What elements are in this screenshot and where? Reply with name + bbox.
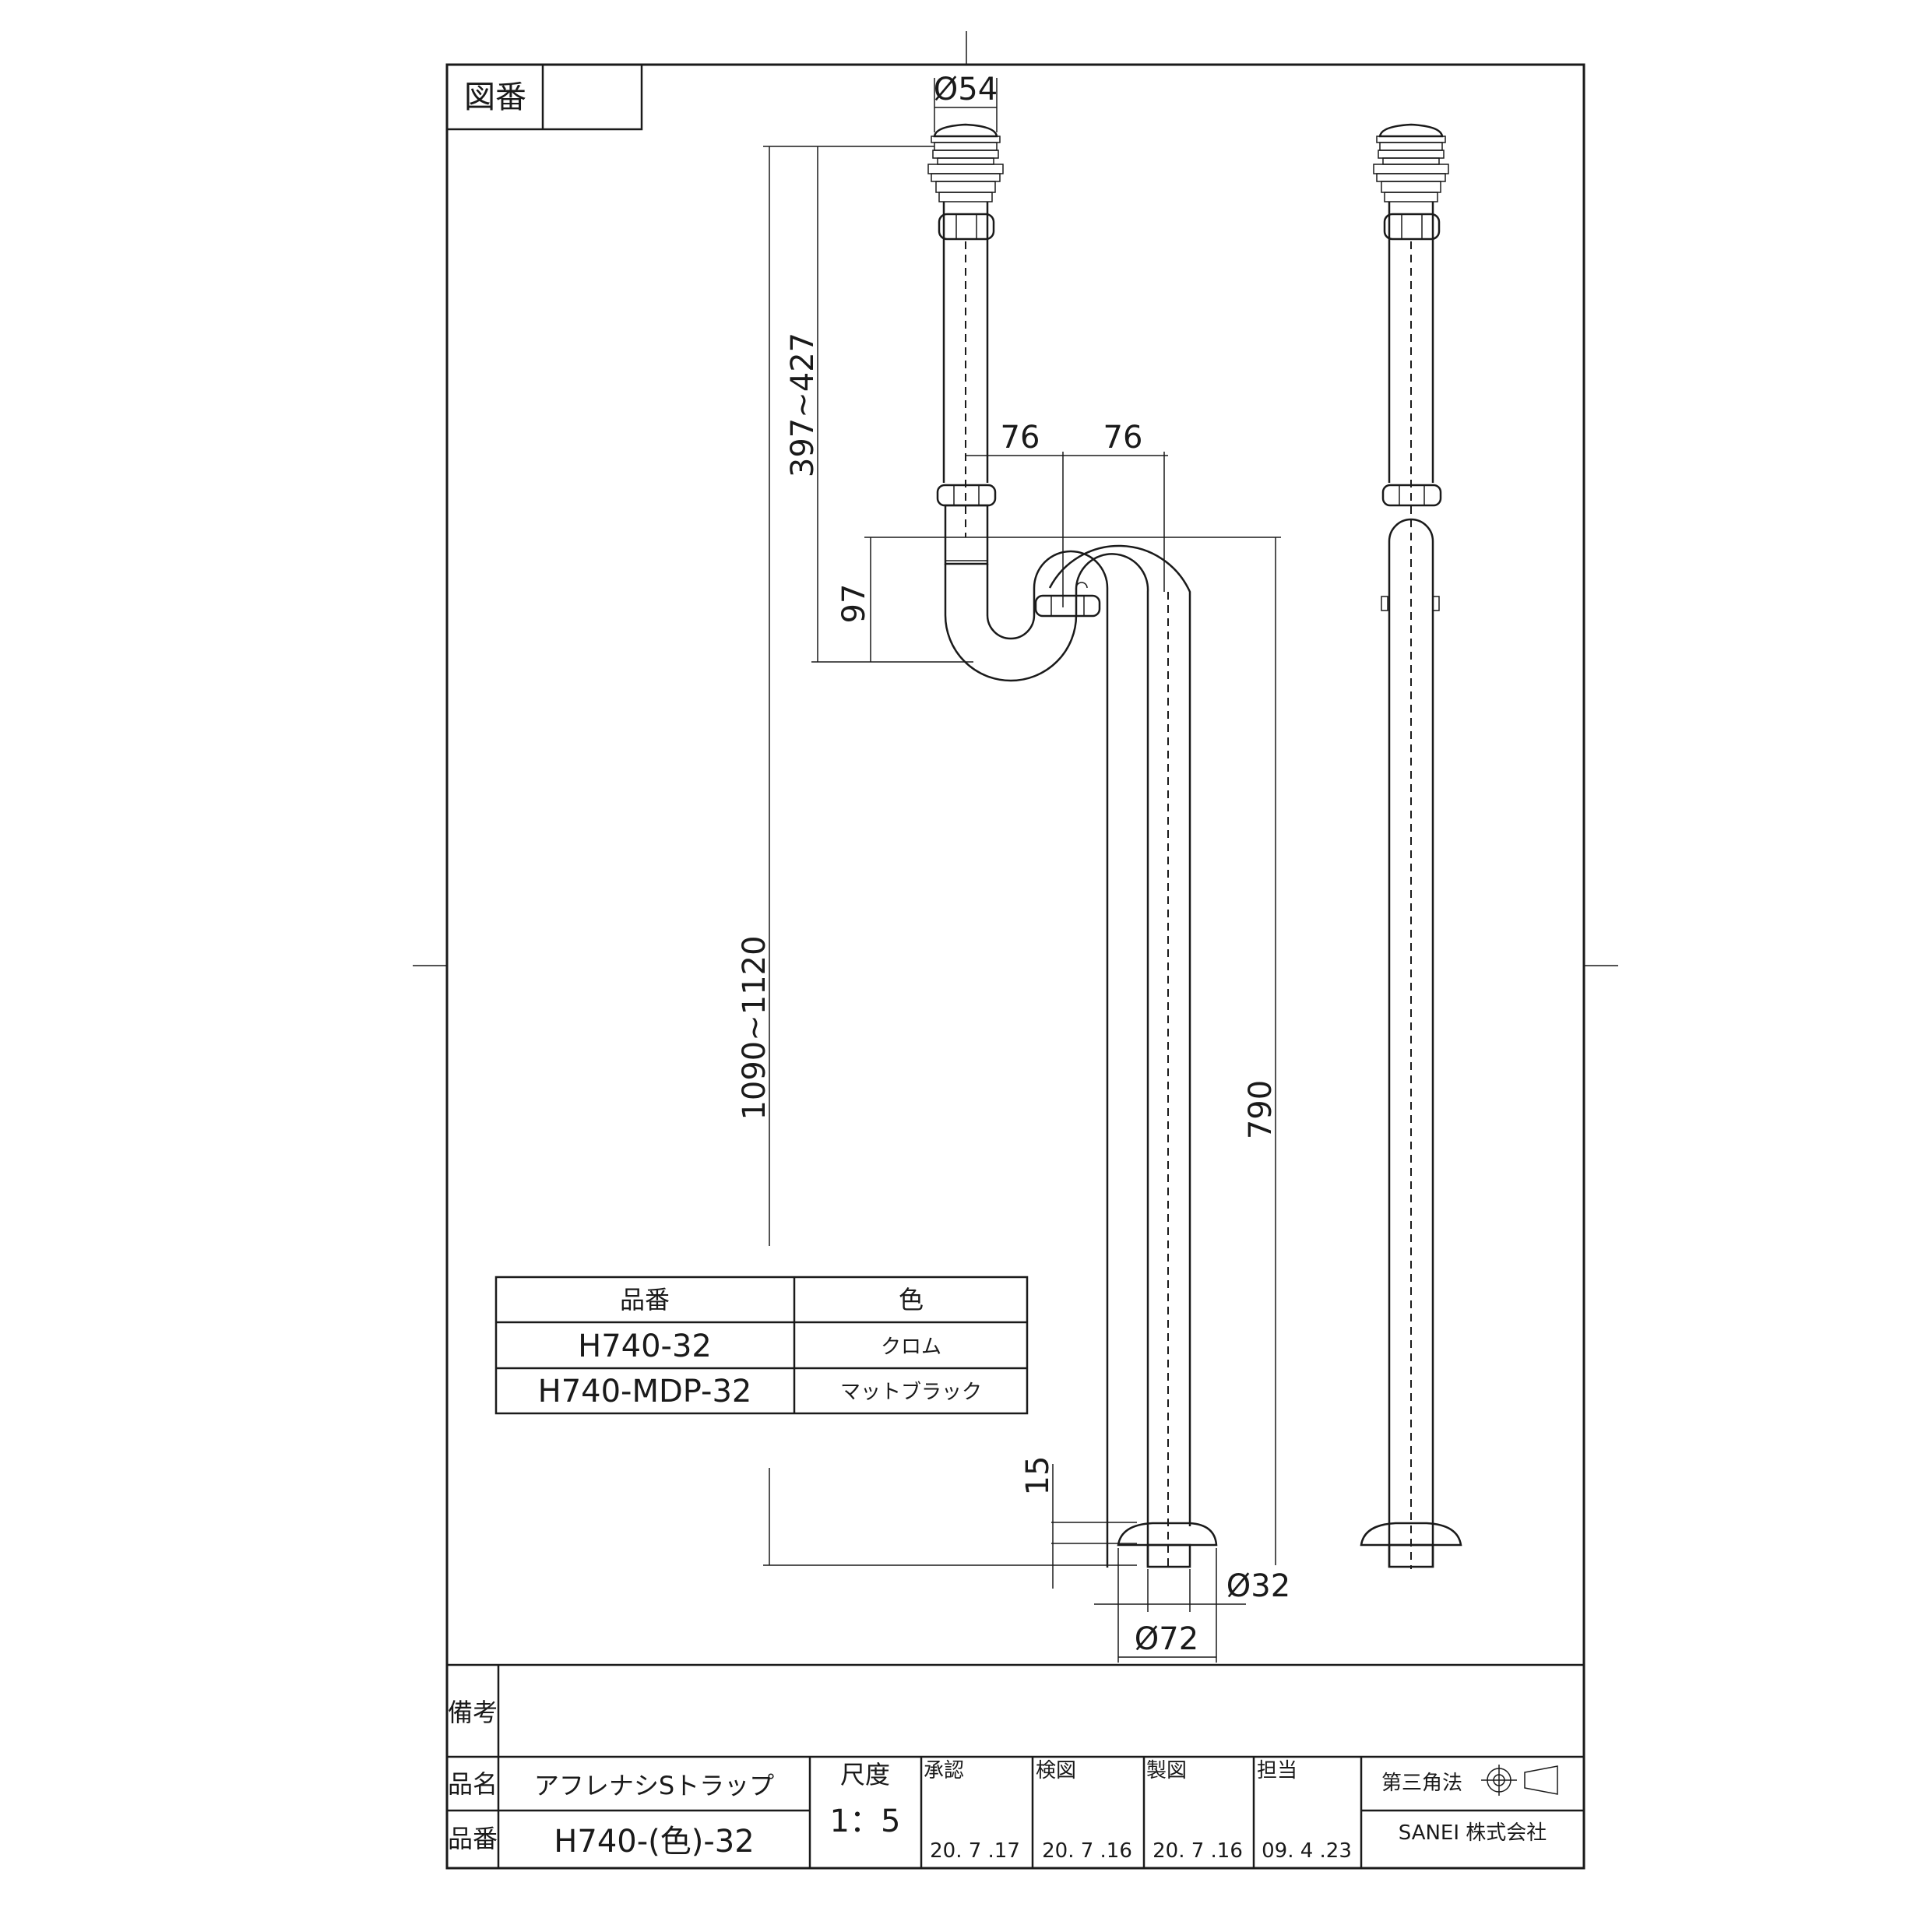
- floor-flange: [1117, 1522, 1218, 1547]
- upper-nut: [938, 213, 995, 241]
- remarks-label: 備考: [448, 1698, 498, 1727]
- dim-trap-height: 97: [836, 584, 872, 624]
- checked-label: 検図: [1036, 1759, 1076, 1782]
- scale-label: 尺度: [840, 1760, 890, 1789]
- variants-table: 品番 色 H740-32 クロム H740-MDP-32 マットブラック: [494, 1276, 1029, 1415]
- dimension-lines: [763, 78, 1281, 1663]
- table-header-code: 品番: [620, 1285, 670, 1314]
- front-view: [927, 123, 1218, 1569]
- third-angle-projection-icon: [1481, 1765, 1558, 1796]
- scale-value: 1：5: [830, 1804, 901, 1839]
- projection-label: 第三角法: [1381, 1772, 1462, 1795]
- trap-bend: [944, 564, 1078, 682]
- table-row-code: H740-32: [578, 1328, 712, 1364]
- table-row-color: クロム: [881, 1336, 941, 1359]
- title-block: 備考 品名 アフレナシSトラップ 品番 H740-(色)-32 尺度 1：5 承…: [447, 1663, 1584, 1868]
- side-view: [1360, 123, 1462, 1569]
- product-code-label: 品番: [448, 1824, 498, 1853]
- checked-date: 20. 7 .16: [1042, 1839, 1132, 1863]
- dim-total-height: 1090~1120: [737, 935, 772, 1120]
- dim-left-offset: 76: [1001, 420, 1040, 456]
- drawn-date: 20. 7 .16: [1153, 1839, 1243, 1863]
- drawing-number-box: 図番: [445, 63, 643, 131]
- table-row-color: マットブラック: [840, 1381, 982, 1404]
- dim-vertical-height: 790: [1243, 1080, 1279, 1139]
- company-name: SANEI 株式会社: [1399, 1821, 1547, 1845]
- dim-pipe-diameter: Ø32: [1226, 1568, 1290, 1604]
- trap-union-nut: [1034, 594, 1101, 618]
- charge-date: 09. 4 .23: [1262, 1839, 1352, 1863]
- approved-date: 20. 7 .17: [930, 1839, 1020, 1863]
- product-code: H740-(色)-32: [554, 1824, 754, 1860]
- product-name: アフレナシSトラップ: [534, 1771, 774, 1800]
- center-marks: [413, 31, 1618, 966]
- dim-base-diameter: Ø72: [1135, 1621, 1198, 1657]
- dimension-labels: Ø54 397~427 1090~1120 76 76 97 790 15 Ø3…: [737, 72, 1290, 1657]
- dim-top-diameter: Ø54: [934, 72, 998, 107]
- drawing-number-label: 図番: [464, 79, 526, 115]
- dim-upper-height: 397~427: [785, 333, 821, 477]
- product-name-label: 品名: [448, 1769, 498, 1799]
- dim-right-offset: 76: [1103, 420, 1143, 456]
- table-header-color: 色: [899, 1285, 924, 1314]
- table-row-code: H740-MDP-32: [538, 1374, 752, 1409]
- drawn-label: 製図: [1146, 1759, 1187, 1782]
- drain-cap: [933, 123, 998, 138]
- charge-label: 担当: [1257, 1759, 1297, 1782]
- dim-base-height: 15: [1020, 1456, 1056, 1496]
- approved-label: 承認: [924, 1759, 964, 1782]
- drawing-frame: [445, 63, 1585, 1870]
